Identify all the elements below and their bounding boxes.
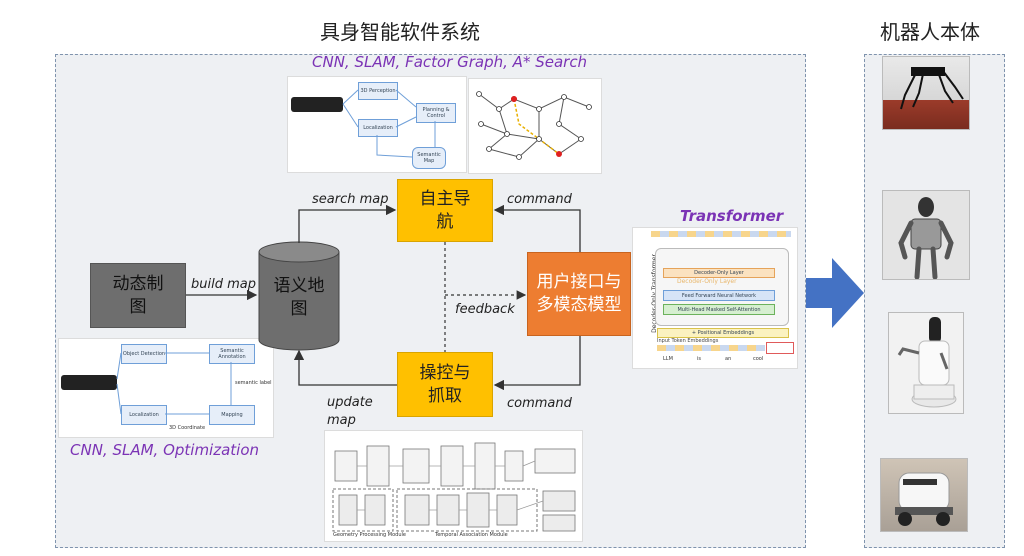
delivery-robot-icon	[895, 472, 953, 526]
token-is: is	[697, 356, 701, 362]
build-map-label: build map	[191, 277, 256, 292]
semantic-label-note: semantic label	[235, 380, 272, 386]
coordinate-note: 3D Coordinate	[169, 425, 206, 431]
localization-block: Localization	[358, 119, 398, 137]
masked-token-box	[766, 342, 794, 354]
positional-embeddings-block: + Positional Embeddings	[657, 328, 789, 338]
mapping-pipeline-thumbnail: Object Detection Semantic Annotation Loc…	[58, 338, 274, 438]
token-cool: cool	[753, 356, 764, 362]
input-tokens-row	[657, 345, 765, 351]
graph-search-thumbnail	[468, 78, 602, 174]
depth-camera-icon	[291, 97, 343, 112]
decoder-layer-block: Decoder-Only Layer	[663, 268, 775, 278]
delivery-robot-image	[880, 458, 968, 532]
mapping-methods-label: CNN, SLAM, Optimization	[70, 441, 260, 459]
manipulation-grasping-box: 操控与抓取	[397, 352, 493, 417]
perception-block: 3D Perception	[358, 82, 398, 100]
transformer-label: Transformer	[680, 207, 784, 225]
lidar-camera-icon	[61, 375, 117, 390]
service-robot-image	[888, 312, 964, 414]
token-llm: LLM	[663, 356, 673, 362]
feedback-label: feedback	[455, 302, 515, 317]
temporal-module-caption: Temporal Association Module	[435, 532, 508, 538]
semantic-map-block: Semantic Map	[412, 147, 446, 169]
token-an: an	[725, 356, 732, 362]
mapping-arrows	[116, 352, 232, 415]
dynamic-mapping-box: 动态制图	[90, 263, 186, 328]
quadruped-robot-icon	[900, 67, 964, 110]
humanoid-robot-image	[882, 190, 970, 280]
search-map-label: search map	[312, 192, 389, 207]
self-attention-block: Multi-Head Masked Self-Attention	[663, 304, 775, 315]
localization-block: Localization	[121, 405, 167, 425]
update-map-label: update map	[327, 395, 373, 428]
planning-block: Planning & Control	[416, 103, 456, 123]
autonomous-navigation-box: 自主导航	[397, 179, 493, 242]
transformer-thumbnail: Decoder-Only Transformer Decoder-Only La…	[632, 227, 798, 369]
decoder-layer-faded: Decoder-Only Layer	[677, 278, 737, 285]
navigation-pipeline-thumbnail: 3D Perception Planning & Control Localiz…	[287, 76, 467, 173]
semantic-map-label: 语义地图	[273, 276, 325, 319]
software-system-title: 具身智能软件系统	[320, 20, 480, 44]
object-detection-block: Object Detection	[121, 344, 167, 364]
output-tokens-row	[651, 231, 791, 237]
geometry-module-caption: Geometry Processing Module	[333, 532, 406, 538]
mapping-block: Mapping	[209, 405, 255, 425]
semantic-annotation-block: Semantic Annotation	[209, 344, 255, 364]
user-interface-multimodal-box: 用户接口与多模态模型	[527, 252, 631, 336]
network-diagram-icon	[332, 442, 576, 532]
pipeline-arrows	[342, 89, 436, 158]
feed-forward-block: Feed Forward Neural Network	[663, 290, 775, 301]
command-manipulation-label: command	[507, 396, 572, 411]
command-navigation-label: command	[507, 192, 572, 207]
robot-body-title: 机器人本体	[880, 20, 980, 44]
semantic-map-cylinder	[258, 241, 340, 351]
quadruped-robot-image	[882, 56, 970, 130]
input-embeddings-label: Input Token Embeddings	[657, 338, 719, 344]
big-output-arrow	[806, 258, 864, 328]
humanoid-robot-icon	[898, 197, 954, 279]
network-architecture-thumbnail: Geometry Processing Module Temporal Asso…	[324, 430, 583, 542]
navigation-methods-label: CNN, SLAM, Factor Graph, A* Search	[312, 53, 588, 71]
service-robot-icon	[897, 317, 957, 408]
factor-graph-icon	[476, 91, 592, 160]
